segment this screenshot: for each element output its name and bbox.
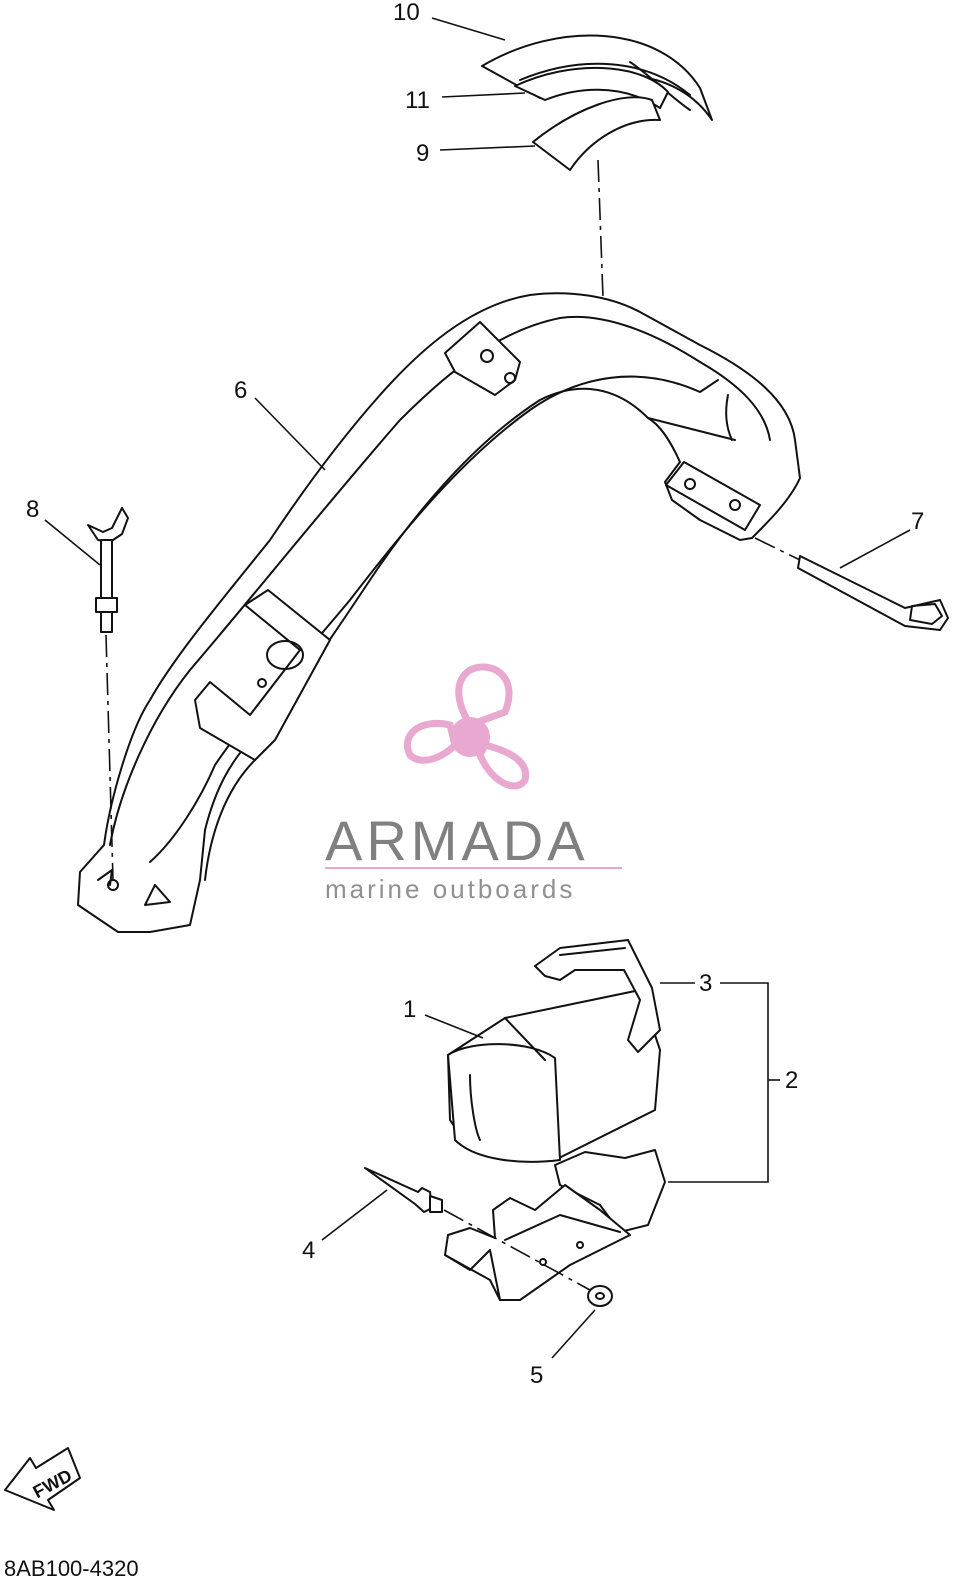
logo-name: ARMADA [325, 809, 589, 872]
callout-1: 1 [403, 996, 416, 1023]
propeller-icon [404, 663, 530, 790]
drawing-code: 8AB100-4320 [4, 1556, 139, 1581]
callout-6: 6 [234, 377, 247, 404]
leader-lines [44, 17, 911, 1359]
part-6-cowling [77, 292, 801, 933]
part-7-pin [754, 537, 949, 631]
callout-2: 2 [785, 1067, 798, 1094]
part-2-bracket [444, 1149, 666, 1301]
callout-11: 11 [405, 87, 430, 114]
part-3-strap [534, 939, 661, 1053]
callout-4: 4 [302, 1237, 315, 1264]
armada-watermark: ARMADA marine outboards [325, 663, 622, 904]
part-5-nut [587, 1285, 613, 1307]
callout-5: 5 [530, 1362, 543, 1389]
fwd-arrow: FWD [4, 1447, 81, 1511]
callout-3: 3 [699, 970, 712, 997]
part-11-pad [514, 66, 669, 109]
callout-7: 7 [911, 508, 924, 535]
part-8-wing-bolt [87, 507, 129, 891]
part-1-box [447, 989, 661, 1163]
part-4-rivet [364, 1167, 591, 1291]
callout-10: 10 [393, 0, 420, 26]
logo-tagline: marine outboards [325, 874, 575, 904]
callout-9: 9 [416, 140, 429, 167]
callout-numbers: 10 11 9 6 8 7 3 1 2 4 5 [26, 0, 924, 1389]
part-9-pad [532, 96, 661, 171]
callout-8: 8 [26, 496, 39, 523]
